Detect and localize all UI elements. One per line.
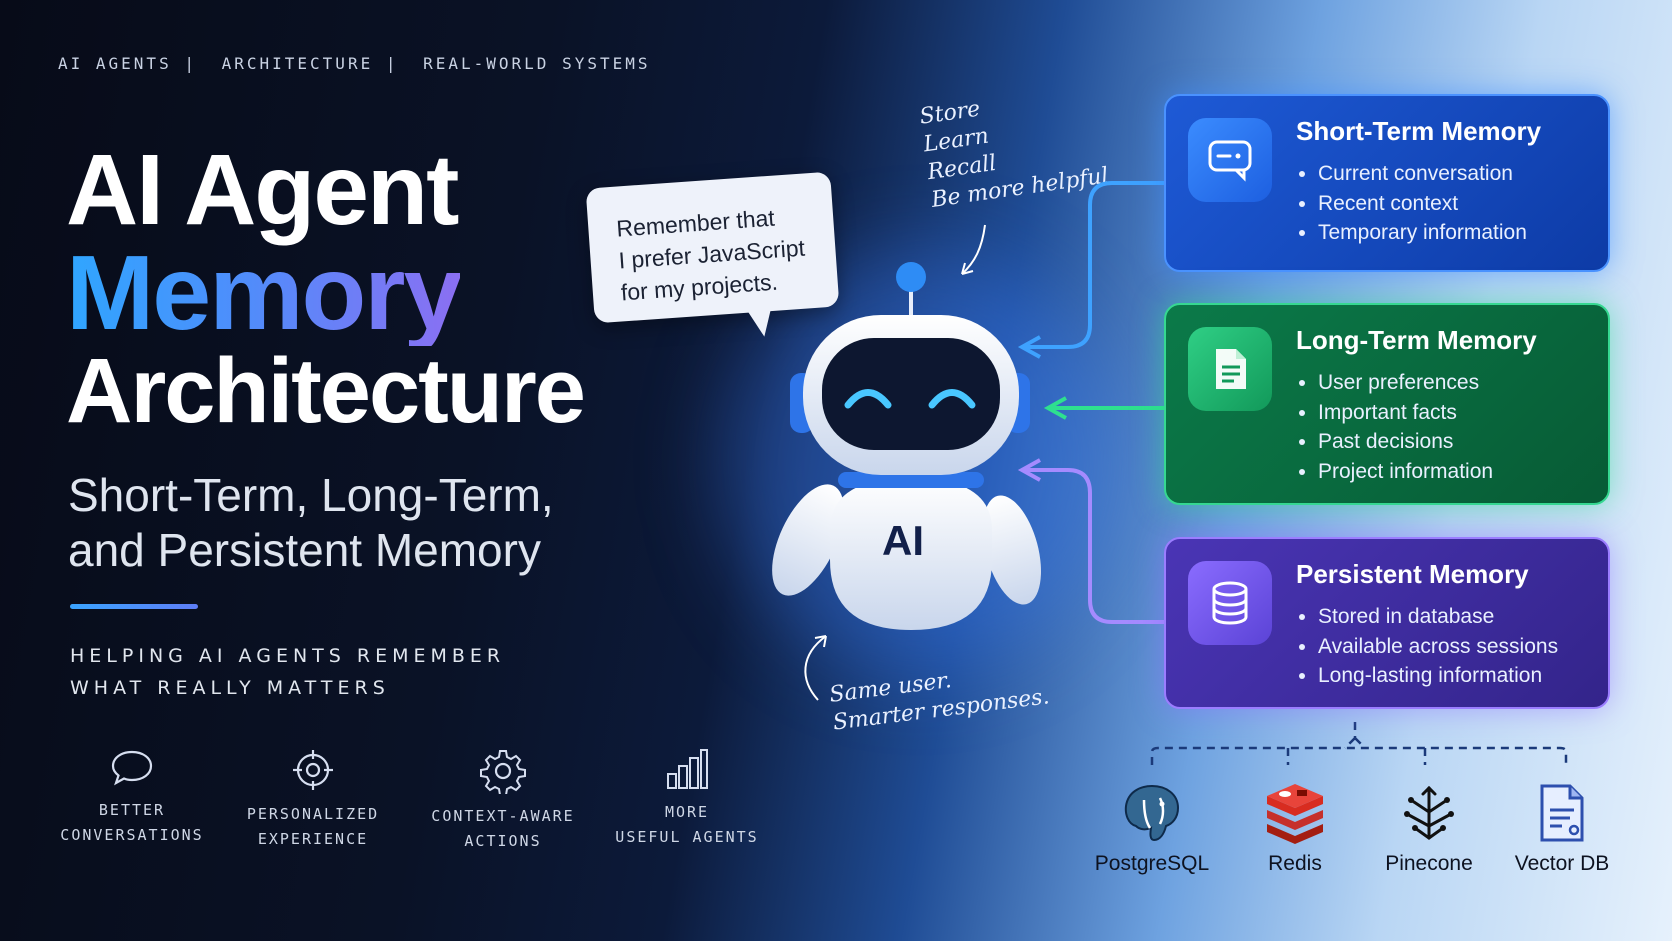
hand-arrow-bottom [804, 635, 827, 701]
tagline: HELPING AI AGENTS REMEMBER WHAT REALLY M… [70, 640, 505, 704]
feature-label-line-2: EXPERIENCE [257, 830, 369, 848]
card-icon-tile [1188, 327, 1272, 411]
card-items: Stored in database Available across sess… [1296, 602, 1588, 691]
card-long-term-memory: Long-Term Memory User preferences Import… [1164, 303, 1610, 505]
db-label: Pinecone [1385, 852, 1473, 875]
feature-label-line-1: PERSONALIZED [246, 805, 380, 823]
feature-label-line-1: CONTEXT-AWARE [431, 807, 575, 825]
card-item: Project information [1318, 457, 1588, 487]
feature-more-useful-agents: MORE USEFUL AGENTS [602, 748, 772, 850]
robot-left-eye [844, 389, 892, 409]
feature-label-line-2: USEFUL AGENTS [615, 828, 759, 846]
robot-neck-band [838, 472, 984, 488]
redis-stack-icon [1267, 784, 1323, 844]
connector-short-term-arrowhead [1017, 335, 1041, 359]
card-item: Temporary information [1318, 218, 1588, 248]
card-item: Past decisions [1318, 427, 1588, 457]
db-label: Vector DB [1514, 852, 1610, 875]
robot-mascot: AI [772, 262, 1041, 630]
db-label: Redis [1268, 852, 1322, 875]
title-line-1: AI Agent [66, 134, 459, 246]
card-item: Long-lasting information [1318, 661, 1588, 691]
card-items: Current conversation Recent context Temp… [1296, 159, 1588, 248]
bar-chart-icon [667, 749, 708, 789]
hand-arrow-bottom-head [814, 635, 827, 648]
breadcrumb-item-architecture: ARCHITECTURE | [221, 54, 399, 73]
database-bracket [1150, 722, 1568, 765]
gear-icon [480, 750, 526, 794]
document-file-icon [1540, 784, 1584, 842]
card-item: Recent context [1318, 189, 1588, 219]
accent-divider [70, 604, 198, 609]
feature-label-line-2: ACTIONS [464, 832, 542, 850]
connector-long-term-arrowhead [1043, 396, 1067, 420]
message-icon [1208, 140, 1252, 182]
postgresql-elephant-icon [1124, 784, 1180, 842]
hand-arrow-top [961, 224, 986, 275]
breadcrumb-item-real-world-systems: REAL-WORLD SYSTEMS [423, 54, 651, 73]
feature-label-line-2: CONVERSATIONS [60, 826, 204, 844]
connector-persistent-arrowhead [1017, 458, 1041, 482]
database-icon [1212, 581, 1248, 625]
card-persistent-memory: Persistent Memory Stored in database Ava… [1164, 537, 1610, 709]
db-label: PostgreSQL [1094, 852, 1210, 875]
card-title: Short-Term Memory [1296, 116, 1542, 146]
breadcrumb-item-ai-agents: AI AGENTS | [58, 54, 197, 73]
robot-body [830, 478, 992, 630]
subtitle: Short-Term, Long-Term, and Persistent Me… [68, 468, 554, 578]
db-pinecone: Pinecone [1359, 782, 1499, 876]
feature-personalized-experience: PERSONALIZED EXPERIENCE [228, 748, 398, 852]
card-icon-tile [1188, 118, 1272, 202]
connector-short-term [1025, 181, 1164, 349]
subtitle-line-1: Short-Term, Long-Term, [68, 469, 554, 521]
card-item: Available across sessions [1318, 632, 1588, 662]
topic-breadcrumb: AI AGENTS | ARCHITECTURE | REAL-WORLD SY… [58, 54, 663, 73]
card-icon-tile [1188, 561, 1272, 645]
card-item: User preferences [1318, 368, 1588, 398]
subtitle-line-2: and Persistent Memory [68, 524, 541, 576]
hand-arrow-top-head [961, 262, 974, 275]
pinecone-icon [1404, 785, 1454, 840]
card-item: Current conversation [1318, 159, 1588, 189]
feature-context-aware-actions: CONTEXT-AWARE ACTIONS [418, 748, 588, 854]
chat-bubble-icon [111, 750, 153, 786]
card-short-term-memory: Short-Term Memory Current conversation R… [1164, 94, 1610, 272]
db-redis: Redis [1225, 782, 1365, 876]
robot-visor [822, 338, 1000, 450]
db-postgresql: PostgreSQL [1082, 782, 1222, 876]
document-icon [1216, 349, 1246, 389]
title-line-3: Architecture [66, 340, 586, 442]
connector-persistent [1025, 468, 1164, 624]
feature-label-line-1: BETTER [98, 801, 166, 819]
tagline-line-2: WHAT REALLY MATTERS [70, 677, 390, 699]
feature-label-line-1: MORE [664, 803, 710, 821]
robot-antenna-ball [896, 262, 926, 292]
db-vector-db: Vector DB [1492, 782, 1632, 876]
card-item: Stored in database [1318, 602, 1588, 632]
card-item: Important facts [1318, 398, 1588, 428]
robot-chest-label: AI [882, 517, 924, 564]
card-title: Long-Term Memory [1296, 325, 1537, 355]
robot-right-eye [928, 389, 976, 409]
robot-left-arm [772, 484, 844, 596]
feature-better-conversations: BETTER CONVERSATIONS [47, 748, 217, 848]
robot-right-arm [983, 495, 1041, 605]
card-items: User preferences Important facts Past de… [1296, 368, 1588, 486]
target-icon [293, 750, 333, 790]
title-line-2: Memory [66, 234, 462, 352]
tagline-line-1: HELPING AI AGENTS REMEMBER [70, 645, 506, 667]
card-title: Persistent Memory [1296, 559, 1529, 589]
